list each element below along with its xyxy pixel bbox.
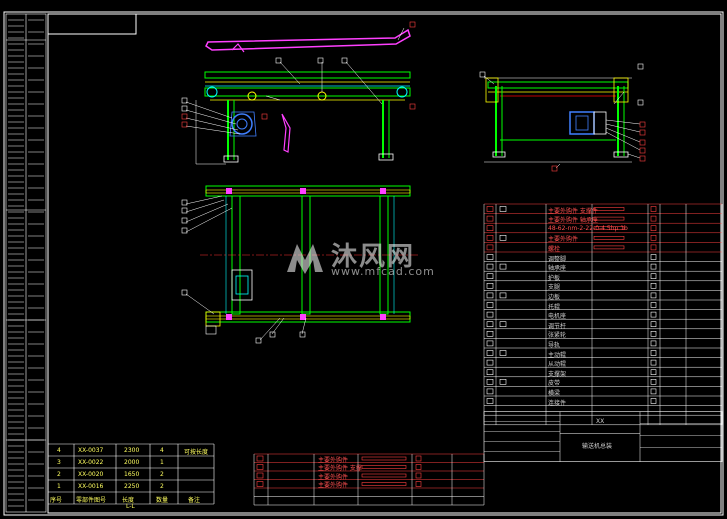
belt-path (205, 28, 411, 51)
bom-right-row: 横梁 (548, 389, 561, 397)
bom-right-row: 导轨 (548, 341, 561, 349)
bom-bottom-row: 主要外购件 (318, 482, 349, 489)
watermark: 沐风网 www.mfcad.com (283, 236, 453, 280)
bom-right-row: 从动辊 (548, 361, 567, 369)
margin-ticks (8, 19, 44, 507)
bom-right-red-row: 48-62-nm-2-22-0-4 5hp 1b (548, 224, 628, 232)
bom-left-header-no: 序号 (50, 497, 63, 504)
bom-right-row: 主动辊 (548, 351, 567, 359)
bom-left-no: 2 (57, 471, 61, 478)
left-margin-strip (5, 13, 47, 513)
bom-left-code: XX-0016 (78, 483, 104, 490)
bom-right-row: 边板 (548, 293, 561, 301)
bom-right-row: 连接件 (548, 399, 567, 407)
bom-right-row: 支撑架 (548, 370, 567, 378)
watermark-url: www.mfcad.com (331, 265, 435, 278)
bom-left-header-qty: 数量 (156, 497, 169, 504)
bom-left-header-code: 零部件图号 (76, 497, 107, 504)
bom-left-length: 1650 (124, 471, 140, 478)
side-view (484, 77, 632, 163)
bom-left-header-note: 备注 (188, 497, 201, 504)
watermark-brand: 沐风网 (331, 242, 416, 272)
bom-right-row: 轴承座 (548, 265, 567, 273)
bom-right-red-row: 主要外购件 (548, 236, 579, 244)
bom-left-code: XX-0022 (78, 459, 104, 466)
bom-right-title: 输送机总装 (582, 442, 613, 450)
bom-bottom-row: 主要外购件 支撑 (318, 465, 362, 472)
bom-left-length: 2250 (124, 483, 140, 490)
bom-right-red-row: 螺栓 (548, 245, 561, 253)
bom-right-row: 调节杆 (548, 322, 567, 330)
bom-left-qty: 4 (160, 447, 164, 454)
bom-right-row: 张紧轮 (548, 332, 567, 340)
outer-frame (3, 11, 724, 516)
callout-boxes (181, 21, 646, 344)
bom-left-code: XX-0037 (78, 447, 104, 454)
bom-left-no: 3 (57, 459, 61, 466)
bom-left-qty: 2 (160, 483, 164, 490)
title-cell (47, 13, 137, 35)
front-view (195, 28, 411, 165)
bom-right-row: 皮带 (548, 380, 561, 388)
bom-right-row: 护板 (548, 274, 561, 282)
bom-left-no: 1 (57, 483, 61, 490)
bom-left-length: 2300 (124, 447, 140, 454)
bom-left-note: 可按长度 (184, 449, 209, 456)
bom-left-length: 2000 (124, 459, 140, 466)
bom-left-footer: L-L (126, 503, 135, 510)
bom-bottom-row: 主要外购件 (318, 456, 349, 464)
leader-lines (185, 27, 641, 341)
bom-left-qty: 2 (160, 471, 164, 478)
bom-bottom-table (253, 453, 485, 506)
bom-bottom-row: 主要外购件 (318, 473, 349, 481)
bom-left-code: XX-0020 (78, 471, 104, 478)
bom-right-row: 支腿 (548, 284, 561, 292)
bom-right-row: 电机座 (548, 313, 567, 321)
bom-right-table (483, 203, 723, 462)
bom-left-table (47, 443, 215, 505)
bom-left-header-length: 长度 (122, 497, 135, 504)
bom-left-qty: 1 (160, 459, 164, 466)
inner-frame (47, 13, 722, 514)
bom-right-red-row: 主要外购件 轴承座 (548, 217, 598, 225)
bom-left-no: 4 (57, 447, 61, 454)
bom-right-red-row: 主要外购件 支撑件 (548, 207, 598, 215)
bom-right-code: XX (596, 417, 605, 425)
bom-right-row: 托辊 (548, 303, 561, 311)
bom-right-row: 调整脚 (548, 255, 567, 263)
watermark-logo-icon (287, 244, 323, 274)
